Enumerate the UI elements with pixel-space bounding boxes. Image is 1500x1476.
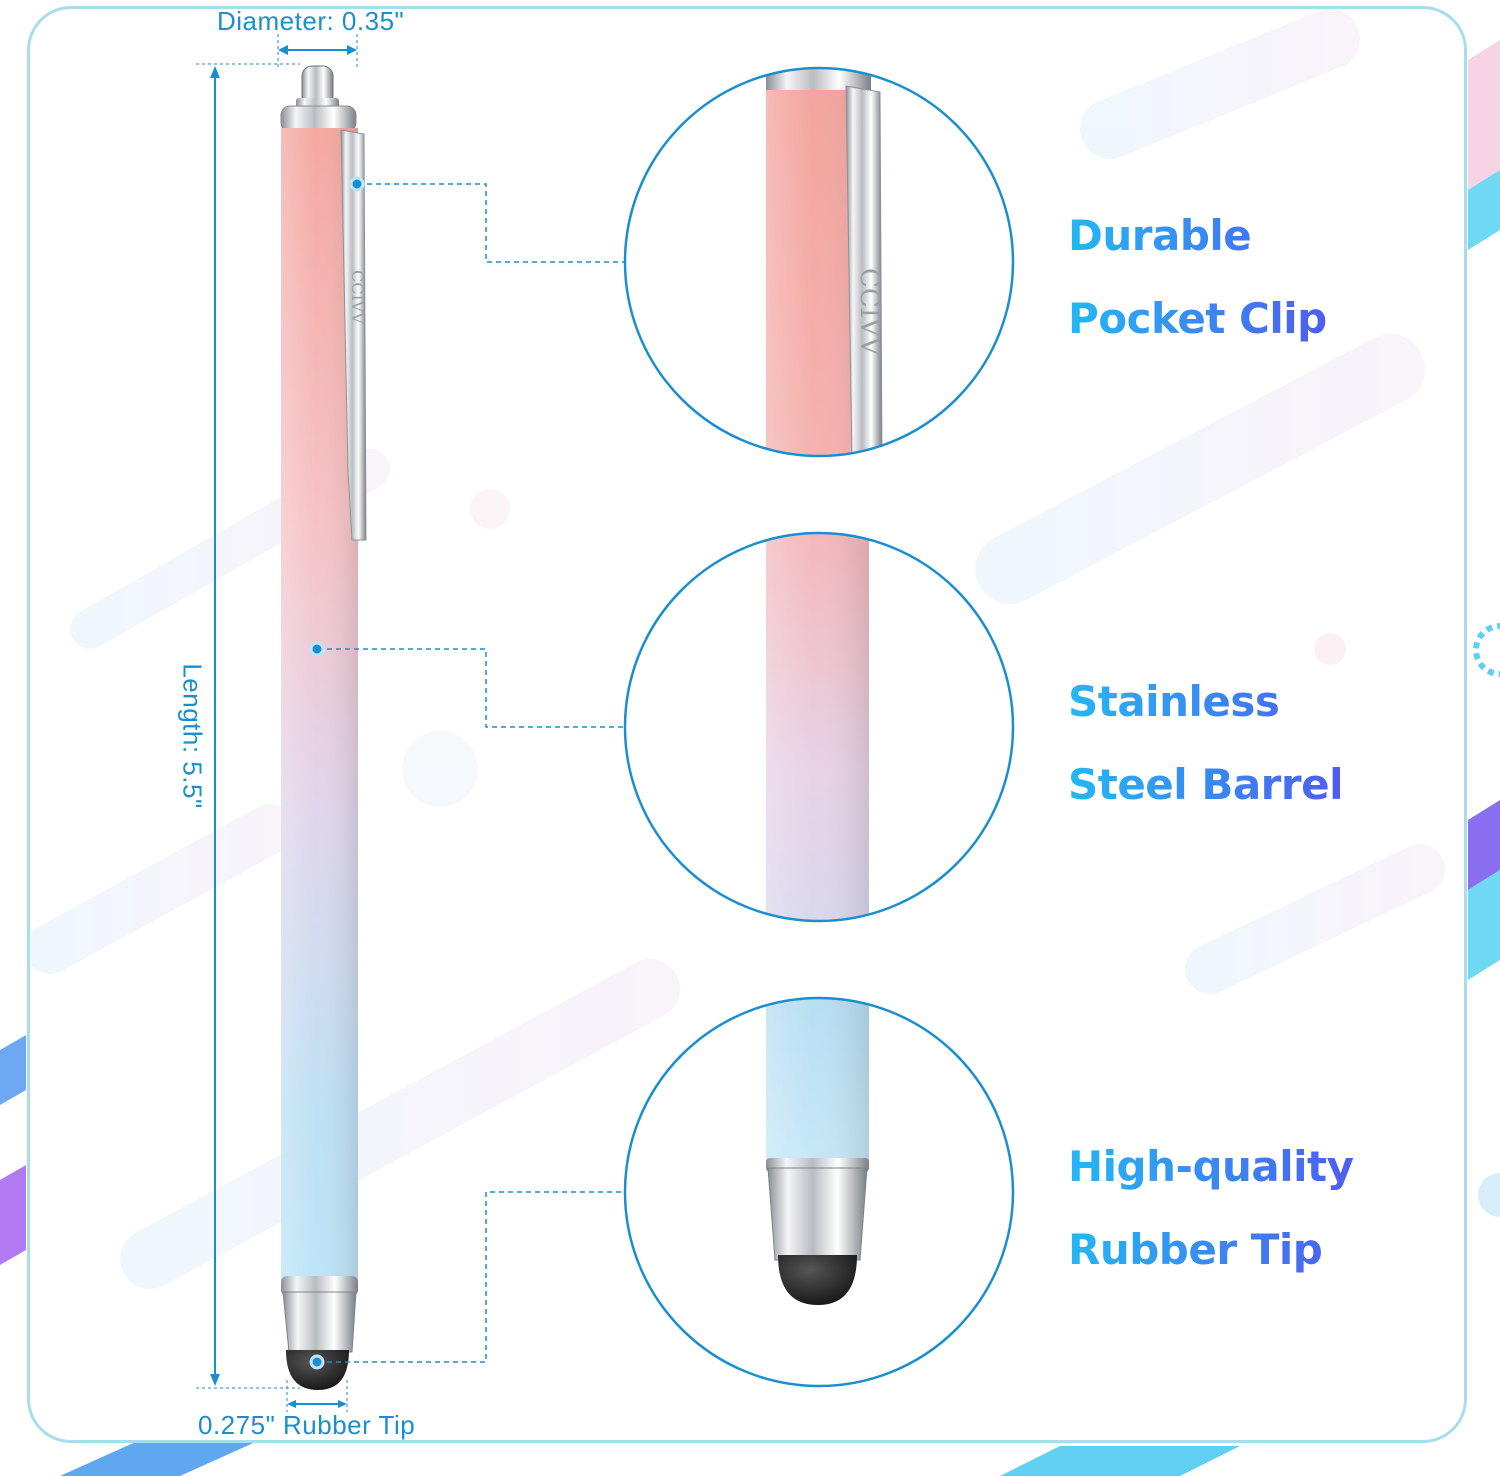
diameter-dimension [277,34,358,68]
tip-size-label: 0.275" Rubber Tip [198,1410,416,1440]
feature-title-line1: Stainless [1068,677,1280,726]
feature-rubber-tip: High-quality Rubber Tip [1068,1125,1354,1291]
stylus-pen [280,65,367,1390]
zoom-circle-tip [623,996,1015,1388]
diameter-label: Diameter: 0.35" [217,6,405,36]
feature-pocket-clip: Durable Pocket Clip [1068,194,1327,360]
feature-title-line2: Rubber Tip [1068,1225,1323,1274]
zoom-circle-clip [623,66,1015,458]
length-dimension [196,63,300,1389]
zoom-circle-barrel [623,531,1015,923]
length-label: Length: 5.5" [177,663,208,809]
barrel-marker-dot [309,641,325,657]
tip-dimension [286,1380,348,1412]
callout-leaders [318,183,624,1363]
feature-title-line2: Pocket Clip [1068,294,1327,343]
clip-marker-dot [349,176,365,192]
feature-title-line1: High-quality [1068,1142,1354,1191]
clip-brand-text: CCIVV [348,270,367,324]
feature-title-line1: Durable [1068,211,1252,260]
zoom-clip-brand-text: CCIVV [854,268,884,357]
feature-title-line2: Steel Barrel [1068,760,1343,809]
tip-marker-dot [309,1354,325,1370]
feature-steel-barrel: Stainless Steel Barrel [1068,660,1343,826]
